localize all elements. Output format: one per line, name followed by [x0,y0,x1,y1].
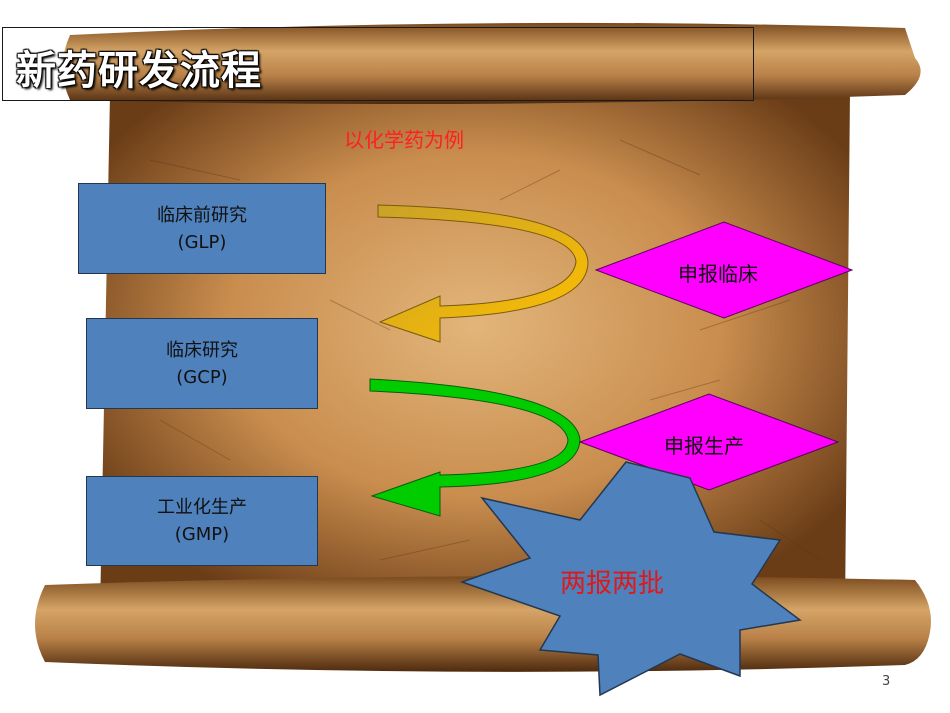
title-frame [2,27,754,101]
starburst-label: 两报两批 [560,569,665,599]
stage-name: 临床研究 [166,339,238,361]
arrow-production-curve [369,378,581,517]
stage-name: 工业化生产 [157,497,247,518]
subtitle: 以化学药为例 [344,128,464,152]
starburst-shape [459,461,802,697]
stage-code: (GLP) [177,231,227,253]
diamond-label-production: 申报生产 [664,434,744,458]
page-title: 新药研发流程 [16,48,262,94]
arrow-clinical-curve [377,204,589,343]
diamond-clinical-application [594,221,854,319]
stage-box-preclinical: 临床前研究 (GLP) [78,183,326,274]
stage-name: 临床前研究 [157,204,247,226]
page-number: 3 [882,674,891,689]
diamond-label-clinical: 申报临床 [678,262,758,286]
stage-code: (GCP) [176,366,228,388]
stage-code: (GMP) [174,524,230,545]
stage-box-clinical: 临床研究 (GCP) [86,318,318,409]
stage-box-production: 工业化生产 (GMP) [86,476,318,566]
